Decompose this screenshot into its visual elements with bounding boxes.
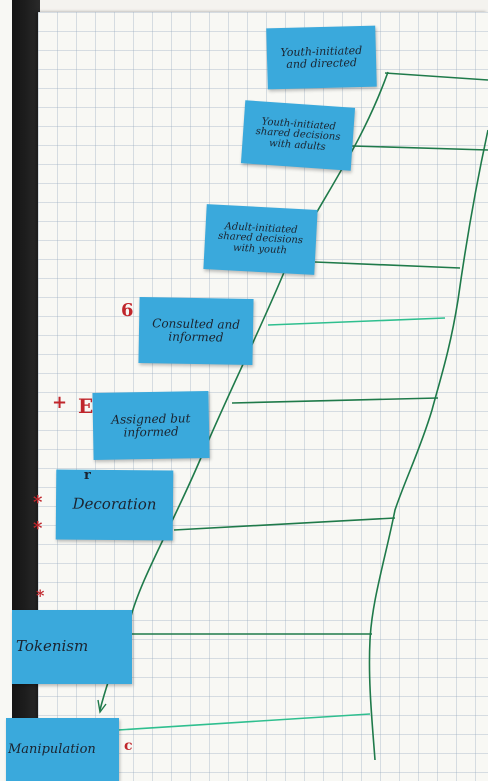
sticky-note-decoration: Decoration: [55, 469, 174, 541]
red-side-mark-tokenism: *: [36, 586, 45, 605]
ladder-rung-1: [384, 72, 488, 81]
sticky-note-assigned-informed: Assigned but informed: [92, 390, 210, 461]
paper-edge: [0, 0, 12, 781]
ladder-rung-8: [117, 713, 371, 731]
sticky-note-adult-initiated-shared: Adult-initiated shared decisions with yo…: [203, 204, 318, 275]
ladder-rung-6: [173, 517, 396, 531]
sticky-note-youth-initiated-directed: Youth-initiated and directed: [266, 25, 377, 90]
red-mark-manipulation: c: [124, 738, 133, 754]
red-side-mark-assigned: +: [52, 392, 68, 413]
sticky-note-manipulation: Manipulation: [6, 718, 119, 781]
sticky-note-tokenism: Tokenism: [12, 610, 132, 684]
ladder-rung-3: [314, 261, 461, 269]
red-mark-consulted: 6: [121, 300, 134, 321]
arrow-mark: [97, 699, 107, 714]
ladder-rung-4: [267, 317, 446, 326]
red-side-mark-decoration-2: *: [33, 518, 43, 539]
sticky-note-youth-initiated-shared: Youth-initiated shared decisions with ad…: [240, 100, 356, 171]
ladder-rung-5: [231, 397, 439, 404]
red-mark-assigned: E: [78, 394, 94, 418]
ladder-right-rail: [368, 129, 488, 761]
red-side-mark-decoration-1: *: [33, 492, 43, 513]
sticky-note-consulted-informed: Consulted and informed: [138, 297, 254, 365]
ladder-rung-2: [351, 145, 488, 151]
corner-mark-decoration: r: [84, 468, 91, 483]
